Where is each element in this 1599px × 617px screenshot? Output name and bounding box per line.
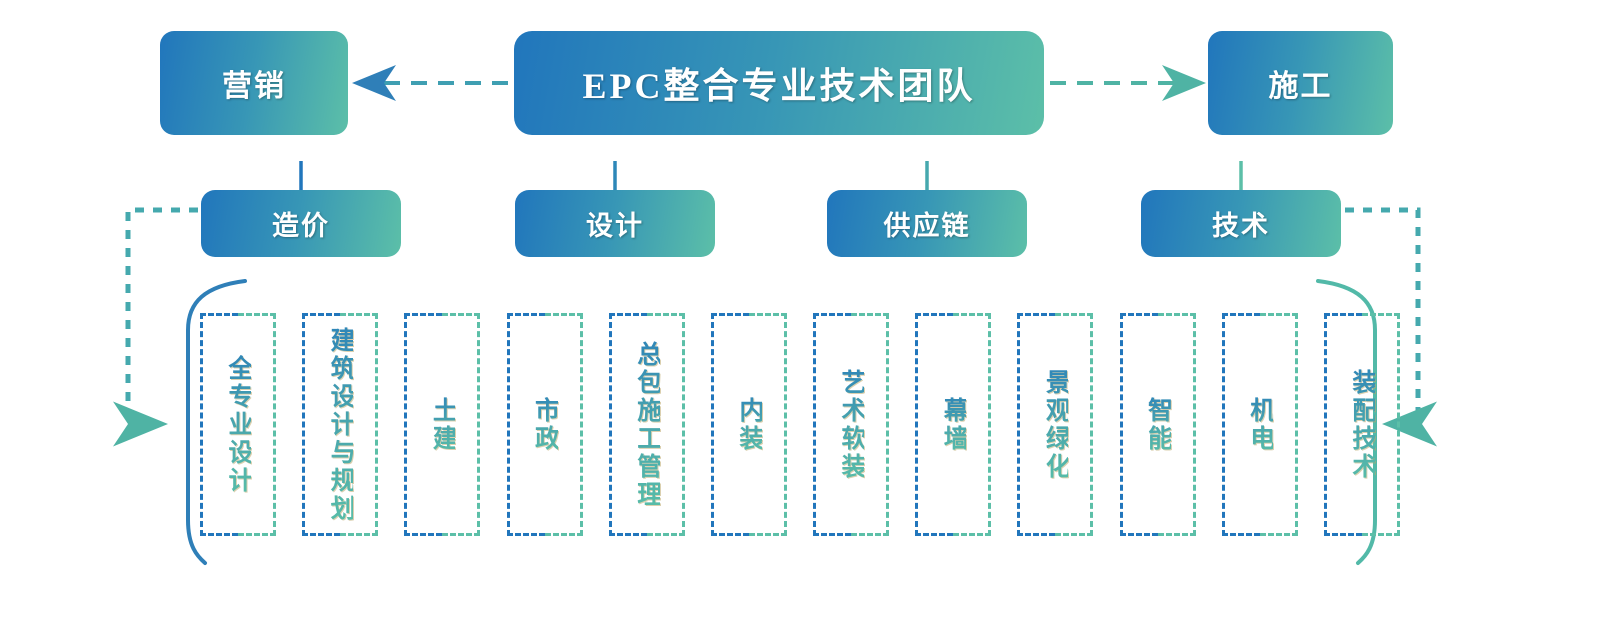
leaf-node[interactable]: 土建 bbox=[404, 313, 481, 536]
leaf-node[interactable]: 建筑设计与规划 bbox=[302, 313, 379, 536]
leaf-node[interactable]: 艺术软装 bbox=[813, 313, 890, 536]
leaf-node-row: 全专业设计 建筑设计与规划 土建 市政 总包施工管理 内装 bbox=[200, 313, 1400, 536]
leaf-label: 土建 bbox=[429, 396, 457, 453]
leaf-label: 机电 bbox=[1246, 396, 1274, 453]
leaf-node[interactable]: 内装 bbox=[710, 313, 787, 536]
leaf-node[interactable]: 机电 bbox=[1221, 313, 1298, 536]
node-construction[interactable]: 施工 bbox=[1208, 31, 1393, 135]
node-cost[interactable]: 造价 bbox=[201, 190, 401, 257]
leaf-label: 全专业设计 bbox=[225, 354, 252, 495]
leaf-node[interactable]: 幕墙 bbox=[915, 313, 992, 536]
leaf-label: 总包施工管理 bbox=[633, 340, 661, 509]
leaf-node[interactable]: 装配技术 bbox=[1323, 313, 1400, 536]
leaf-label: 装配技术 bbox=[1348, 368, 1376, 481]
leaf-node[interactable]: 智能 bbox=[1119, 313, 1196, 536]
leaf-node[interactable]: 景观绿化 bbox=[1017, 313, 1094, 536]
leaf-label: 景观绿化 bbox=[1042, 368, 1070, 481]
leaf-node[interactable]: 全专业设计 bbox=[200, 313, 276, 536]
root-node-epc-team[interactable]: EPC整合专业技术团队 bbox=[514, 31, 1044, 135]
leaf-label: 智能 bbox=[1144, 396, 1172, 453]
loop-left-dotted bbox=[113, 207, 198, 447]
node-design[interactable]: 设计 bbox=[515, 190, 715, 257]
node-marketing[interactable]: 营销 bbox=[160, 31, 348, 135]
leaf-label: 市政 bbox=[531, 396, 559, 453]
leaf-label: 艺术软装 bbox=[838, 368, 866, 481]
leaf-label: 建筑设计与规划 bbox=[327, 326, 355, 523]
leaf-node[interactable]: 市政 bbox=[506, 313, 583, 536]
leaf-label: 内装 bbox=[735, 396, 763, 453]
node-supply-chain[interactable]: 供应链 bbox=[827, 190, 1027, 257]
node-technology[interactable]: 技术 bbox=[1141, 190, 1341, 257]
leaf-label: 幕墙 bbox=[940, 396, 968, 453]
leaf-node[interactable]: 总包施工管理 bbox=[608, 313, 685, 536]
